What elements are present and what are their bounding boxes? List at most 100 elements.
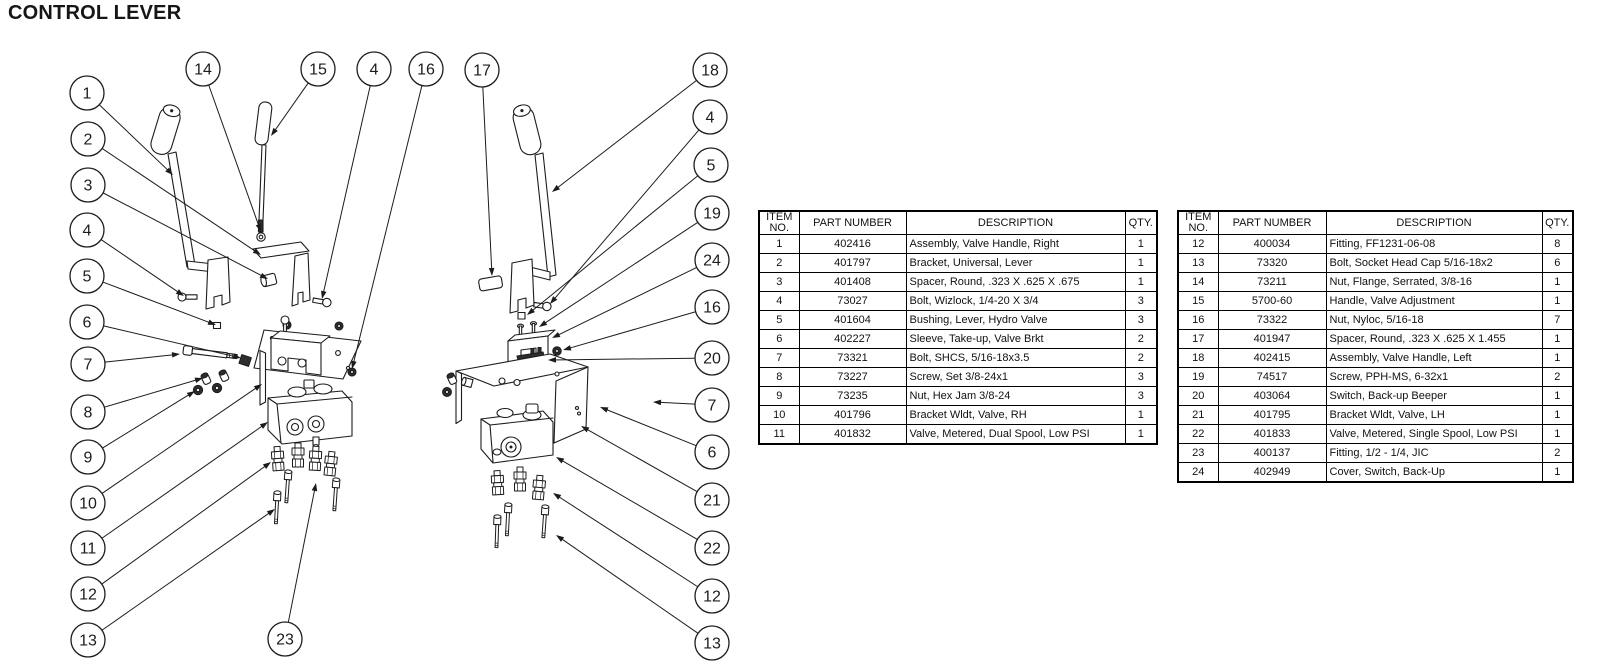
- leader-line: [101, 423, 266, 539]
- balloon-circle: [694, 242, 730, 278]
- part-number: 401832: [798, 424, 907, 445]
- leader-line: [655, 401, 696, 405]
- item-no: 8: [758, 367, 800, 387]
- callout-8: 8: [70, 377, 203, 430]
- qty: 1: [1124, 272, 1158, 292]
- item-no: 2: [758, 253, 800, 273]
- qty: 1: [1541, 462, 1574, 483]
- leader-arrowhead: [321, 290, 327, 299]
- callout-20: 20: [548, 340, 730, 376]
- description: Bushing, Lever, Hydro Valve: [905, 310, 1126, 330]
- qty: 1: [1541, 291, 1574, 311]
- qty: 1: [1541, 348, 1574, 368]
- leader-line: [98, 104, 172, 174]
- balloon-number: 2: [84, 132, 93, 149]
- qty: 1: [1124, 424, 1158, 445]
- balloon-number: 4: [370, 62, 379, 79]
- qty: 6: [1541, 253, 1574, 273]
- leader-arrowhead: [653, 399, 662, 406]
- callout-23: 23: [267, 483, 318, 657]
- leader-line: [102, 392, 193, 449]
- leader-line: [104, 378, 201, 408]
- part-number: 73027: [798, 291, 907, 311]
- qty: 1: [1541, 272, 1574, 292]
- leader-line: [101, 148, 259, 254]
- part-number: 401795: [1217, 405, 1327, 425]
- leader-arrowhead: [552, 184, 561, 192]
- callout-2: 2: [70, 121, 261, 255]
- description: Bracket Wldt, Valve, LH: [1325, 405, 1543, 425]
- balloon-circle: [70, 530, 106, 566]
- leader-line: [101, 510, 273, 631]
- callout-16: 16: [351, 51, 444, 369]
- description: Screw, Set 3/8-24x1: [905, 367, 1126, 387]
- balloon-circle: [300, 51, 336, 87]
- leader-arrowhead: [175, 289, 184, 296]
- leader-arrowhead: [311, 483, 318, 492]
- item-no: 15: [1177, 291, 1219, 311]
- balloon-circle: [694, 387, 730, 423]
- leader-arrowhead: [253, 384, 262, 391]
- leader-arrowhead: [600, 407, 609, 413]
- qty: 1: [1541, 329, 1574, 349]
- balloon-circle: [694, 340, 730, 376]
- page-title: CONTROL LEVER: [8, 2, 182, 24]
- column-header-item-no: ITEM NO.: [1177, 210, 1219, 235]
- callout-12: 12: [70, 462, 271, 612]
- item-no: 21: [1177, 405, 1219, 425]
- balloon-number: 4: [706, 110, 715, 127]
- balloon-number: 1: [83, 86, 92, 103]
- description: Nut, Nyloc, 5/16-18: [1325, 310, 1543, 330]
- part-number: 73321: [798, 348, 907, 368]
- leader-line: [558, 536, 699, 634]
- qty: 8: [1541, 234, 1574, 254]
- part-number: 400034: [1217, 234, 1327, 254]
- part-number: 73322: [1217, 310, 1327, 330]
- callout-5: 5: [69, 258, 216, 325]
- balloon-number: 21: [703, 493, 721, 510]
- description: Spacer, Round, .323 X .625 X .675: [905, 272, 1126, 292]
- qty: 1: [1541, 424, 1574, 444]
- leader-arrowhead: [550, 296, 558, 304]
- balloon-circle: [694, 195, 730, 231]
- leader-arrowhead: [232, 353, 241, 359]
- leader-arrowhead: [266, 509, 275, 516]
- item-no: 17: [1177, 329, 1219, 349]
- callout-19: 19: [539, 195, 730, 327]
- item-no: 13: [1177, 253, 1219, 273]
- column-header-part-number: PART NUMBER: [1217, 210, 1327, 235]
- part-number: 402949: [1217, 462, 1327, 483]
- leader-line: [551, 129, 700, 303]
- part-number: 73235: [798, 386, 907, 406]
- callout-4: 4: [69, 212, 184, 296]
- leader-arrowhead: [563, 345, 572, 351]
- column-header-description: DESCRIPTION: [905, 210, 1126, 235]
- balloon-number: 4: [83, 223, 92, 240]
- part-number: 74517: [1217, 367, 1327, 387]
- qty: 2: [1124, 329, 1158, 349]
- balloon-circle: [70, 622, 106, 658]
- item-no: 9: [758, 386, 800, 406]
- column-header-item-no: ITEM NO.: [758, 210, 800, 235]
- callout-21: 21: [581, 426, 730, 518]
- balloon-number: 19: [703, 206, 721, 223]
- leader-arrowhead: [581, 426, 590, 433]
- exploded-view-diagram: 1234567891011121314154161718451924162076…: [69, 51, 730, 661]
- leader-arrowhead: [556, 457, 565, 464]
- balloon-circle: [356, 51, 392, 87]
- description: Bolt, Wizlock, 1/4-20 X 3/4: [905, 291, 1126, 311]
- balloon-circle: [694, 482, 730, 518]
- leader-line: [555, 494, 699, 588]
- description: Nut, Hex Jam 3/8-24: [905, 386, 1126, 406]
- balloon-number: 18: [701, 63, 719, 80]
- balloon-number: 24: [703, 253, 721, 270]
- leader-line: [602, 407, 697, 447]
- description: Assembly, Valve Handle, Left: [1325, 348, 1543, 368]
